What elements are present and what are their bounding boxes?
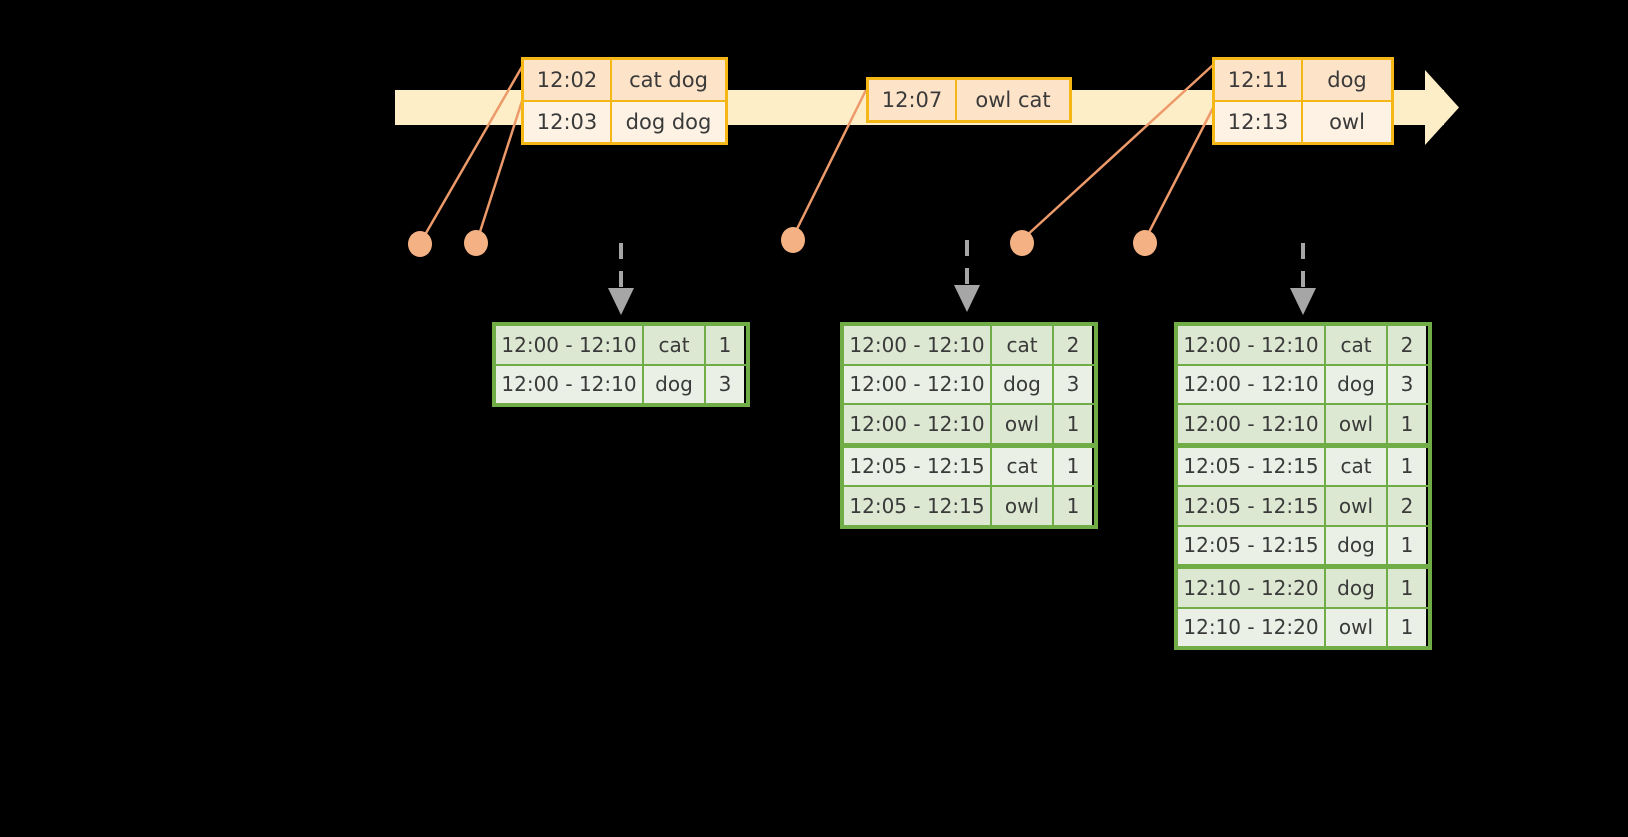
window-cell: 12:05 - 12:15 xyxy=(1178,447,1326,485)
count-cell: 3 xyxy=(706,365,744,403)
count-cell: 1 xyxy=(1054,447,1092,485)
window-cell: 12:05 - 12:15 xyxy=(844,447,992,485)
table-row[interactable]: 12:00 - 12:10 dog 3 xyxy=(844,363,1094,403)
event-dot-3 xyxy=(781,227,805,253)
word-cell: cat xyxy=(1326,326,1388,364)
word-cell: dog xyxy=(1326,569,1388,607)
window-cell: 12:10 - 12:20 xyxy=(1178,569,1326,607)
word-cell: cat xyxy=(992,326,1054,364)
word-cell: dog xyxy=(1326,526,1388,564)
count-cell: 2 xyxy=(1054,326,1092,364)
event-time: 12:02 xyxy=(524,60,612,100)
table-row[interactable]: 12:05 - 12:15 dog 1 xyxy=(1178,524,1428,567)
window-cell: 12:00 - 12:10 xyxy=(1178,326,1326,364)
table-row[interactable]: 12:00 - 12:10 owl 1 xyxy=(844,403,1094,446)
window-cell: 12:05 - 12:15 xyxy=(1178,487,1326,525)
word-cell: cat xyxy=(992,447,1054,485)
event-time: 12:13 xyxy=(1215,102,1303,142)
table-row[interactable]: 12:00 - 12:10 owl 1 xyxy=(1178,403,1428,446)
table-row[interactable]: 12:05 - 12:15 cat 1 xyxy=(1178,445,1428,485)
window-cell: 12:00 - 12:10 xyxy=(844,365,992,403)
result-table-2[interactable]: 12:00 - 12:10 cat 2 12:00 - 12:10 dog 3 … xyxy=(840,322,1098,529)
event-words: cat dog xyxy=(612,60,725,100)
count-cell: 3 xyxy=(1054,365,1092,403)
window-cell: 12:00 - 12:10 xyxy=(1178,365,1326,403)
count-cell: 1 xyxy=(1054,487,1092,525)
word-cell: owl xyxy=(992,487,1054,525)
event-time: 12:11 xyxy=(1215,60,1303,100)
event-words: owl cat xyxy=(957,80,1069,120)
event-row[interactable]: 12:11 dog xyxy=(1215,60,1391,100)
connector-line-5 xyxy=(1144,107,1215,239)
window-cell: 12:00 - 12:10 xyxy=(844,405,992,443)
event-row[interactable]: 12:02 cat dog xyxy=(524,60,725,100)
count-cell: 1 xyxy=(1388,405,1426,443)
word-cell: cat xyxy=(1326,447,1388,485)
event-dots xyxy=(408,227,1157,257)
count-cell: 1 xyxy=(1388,526,1426,564)
table-row[interactable]: 12:05 - 12:15 cat 1 xyxy=(844,445,1094,485)
table-row[interactable]: 12:05 - 12:15 owl 1 xyxy=(844,485,1094,525)
event-time: 12:03 xyxy=(524,102,612,142)
window-cell: 12:05 - 12:15 xyxy=(1178,526,1326,564)
count-cell: 2 xyxy=(1388,487,1426,525)
word-cell: owl xyxy=(1326,487,1388,525)
event-dot-4 xyxy=(1010,230,1034,256)
count-cell: 3 xyxy=(1388,365,1426,403)
event-dot-2 xyxy=(464,230,488,256)
table-row[interactable]: 12:10 - 12:20 dog 1 xyxy=(1178,567,1428,607)
count-cell: 1 xyxy=(1388,608,1426,646)
trigger-arrow-head-1 xyxy=(608,288,634,315)
event-time: 12:07 xyxy=(869,80,957,120)
count-cell: 1 xyxy=(1388,569,1426,607)
result-table-1[interactable]: 12:00 - 12:10 cat 1 12:00 - 12:10 dog 3 xyxy=(492,322,750,407)
trigger-arrow-heads xyxy=(608,285,1316,315)
event-row[interactable]: 12:07 owl cat xyxy=(869,80,1069,120)
word-cell: owl xyxy=(1326,405,1388,443)
word-cell: owl xyxy=(1326,608,1388,646)
table-row[interactable]: 12:10 - 12:20 owl 1 xyxy=(1178,606,1428,646)
event-row[interactable]: 12:13 owl xyxy=(1215,100,1391,142)
trigger-arrows xyxy=(619,240,1305,293)
word-cell: cat xyxy=(644,326,706,364)
trigger-arrow-head-3 xyxy=(1290,288,1316,315)
window-cell: 12:00 - 12:10 xyxy=(496,365,644,403)
event-words: dog xyxy=(1303,60,1391,100)
table-row[interactable]: 12:00 - 12:10 cat 2 xyxy=(844,326,1094,364)
result-table-3[interactable]: 12:00 - 12:10 cat 2 12:00 - 12:10 dog 3 … xyxy=(1174,322,1432,650)
window-cell: 12:05 - 12:15 xyxy=(844,487,992,525)
connector-line-1 xyxy=(420,64,525,241)
event-box-1[interactable]: 12:02 cat dog 12:03 dog dog xyxy=(521,57,728,145)
event-words: dog dog xyxy=(612,102,725,142)
window-cell: 12:10 - 12:20 xyxy=(1178,608,1326,646)
table-row[interactable]: 12:00 - 12:10 dog 3 xyxy=(1178,363,1428,403)
table-row[interactable]: 12:00 - 12:10 cat 1 xyxy=(496,326,746,364)
event-words: owl xyxy=(1303,102,1391,142)
event-dot-5 xyxy=(1133,230,1157,256)
event-box-2[interactable]: 12:07 owl cat xyxy=(866,77,1072,123)
count-cell: 1 xyxy=(1388,447,1426,485)
table-row[interactable]: 12:05 - 12:15 owl 2 xyxy=(1178,485,1428,525)
event-dot-1 xyxy=(408,231,432,257)
count-cell: 2 xyxy=(1388,326,1426,364)
event-box-3[interactable]: 12:11 dog 12:13 owl xyxy=(1212,57,1394,145)
window-cell: 12:00 - 12:10 xyxy=(1178,405,1326,443)
word-cell: owl xyxy=(992,405,1054,443)
word-cell: dog xyxy=(1326,365,1388,403)
word-cell: dog xyxy=(992,365,1054,403)
table-row[interactable]: 12:00 - 12:10 cat 2 xyxy=(1178,326,1428,364)
connector-line-2 xyxy=(476,97,525,239)
count-cell: 1 xyxy=(1054,405,1092,443)
word-cell: dog xyxy=(644,365,706,403)
trigger-arrow-head-2 xyxy=(954,285,980,312)
table-row[interactable]: 12:00 - 12:10 dog 3 xyxy=(496,363,746,403)
connector-line-3 xyxy=(792,89,868,236)
event-row[interactable]: 12:03 dog dog xyxy=(524,100,725,142)
window-cell: 12:00 - 12:10 xyxy=(496,326,644,364)
window-cell: 12:00 - 12:10 xyxy=(844,326,992,364)
count-cell: 1 xyxy=(706,326,744,364)
